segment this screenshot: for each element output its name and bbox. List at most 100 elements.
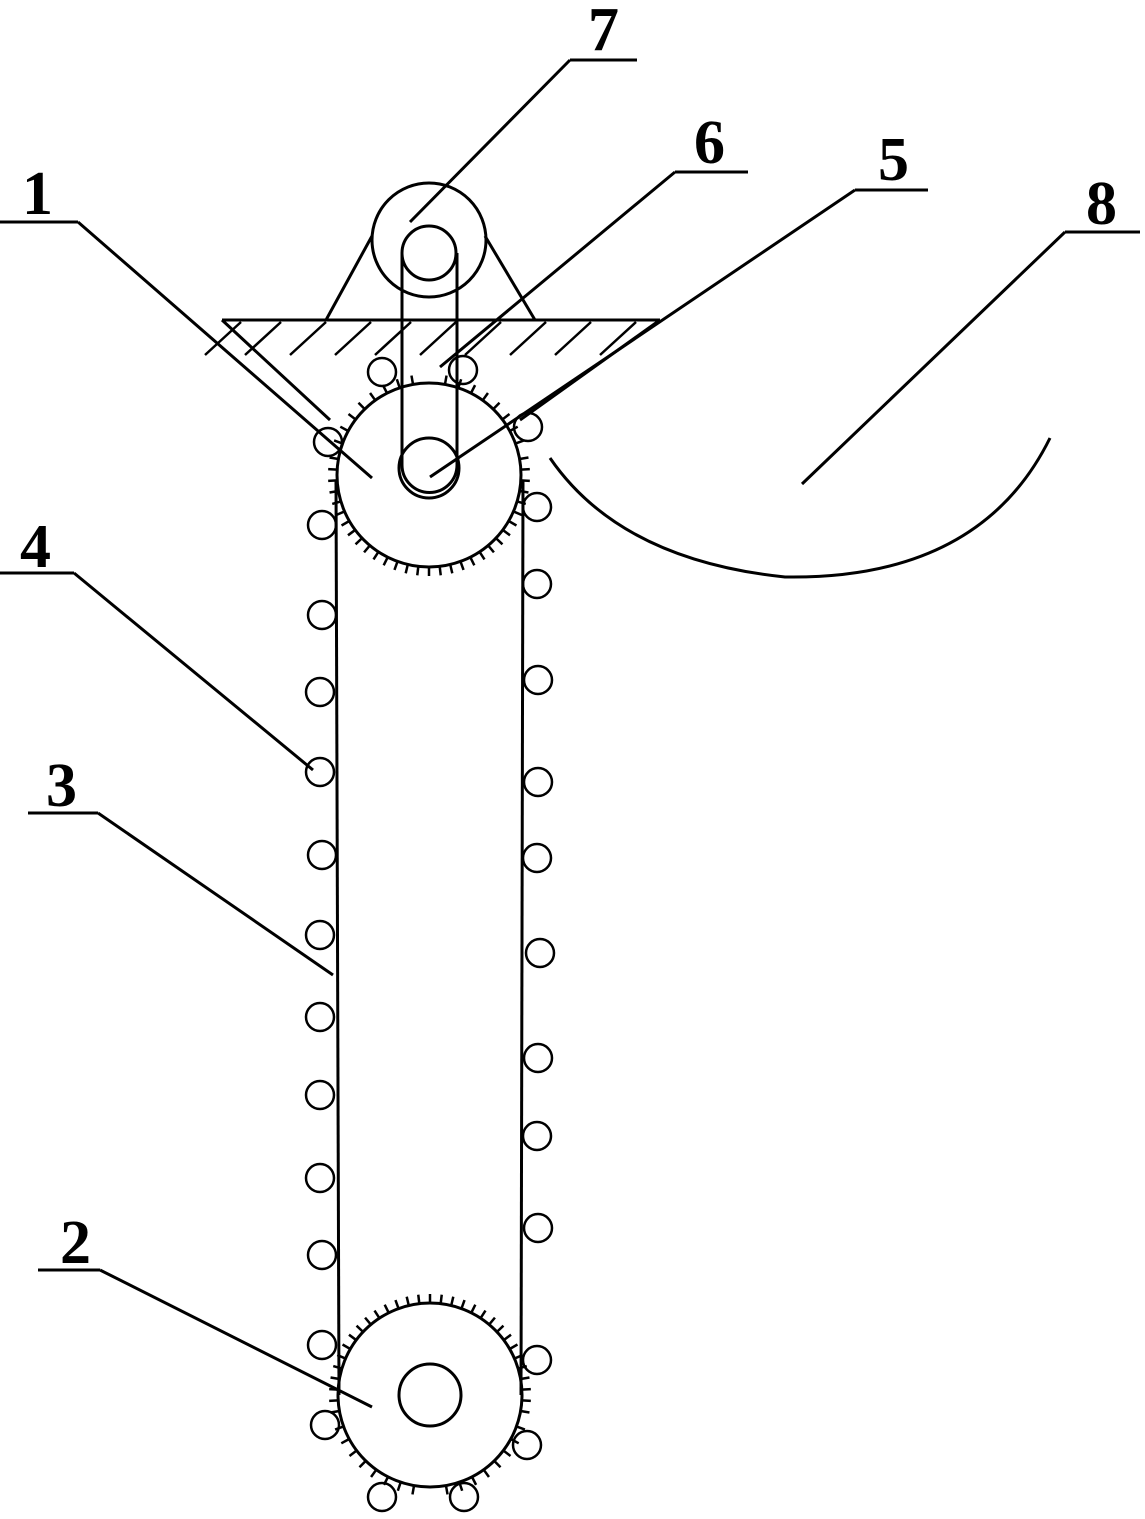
sprocket-tooth — [405, 1296, 410, 1306]
chain-link — [522, 664, 554, 696]
chain-link — [448, 1481, 480, 1513]
chain-link — [366, 356, 398, 388]
sprocket-tooth — [516, 1425, 526, 1431]
chain-link — [524, 937, 556, 969]
label-4: 4 — [20, 513, 51, 581]
chain-links — [304, 354, 556, 1513]
sprocket-tooth — [364, 1316, 372, 1326]
sprocket-tooth — [515, 439, 525, 445]
chain-link — [522, 766, 554, 798]
sprocket-tooth — [519, 456, 529, 461]
chain-link — [309, 1409, 341, 1441]
sprocket-tooth — [519, 489, 529, 494]
chain-link — [306, 1329, 338, 1361]
chain-link — [306, 839, 338, 871]
sprocket-tooth — [328, 479, 338, 483]
upper-sprocket — [328, 375, 530, 576]
label-7: 7 — [588, 0, 619, 64]
hatch-line — [419, 321, 457, 356]
label-8: 8 — [1086, 170, 1117, 238]
sprocket-tooth — [470, 1304, 477, 1314]
sprocket-tooth — [470, 1476, 478, 1486]
label-1: 1 — [22, 160, 53, 228]
hatch-line — [334, 321, 372, 356]
sprocket-tooth — [496, 1324, 505, 1333]
sprocket-tooth — [449, 564, 454, 574]
sprocket-tooth — [509, 425, 519, 433]
hatch-line — [374, 321, 412, 356]
sprocket-tooth — [334, 1425, 344, 1431]
sprocket-tooth — [355, 1324, 364, 1333]
chain-link — [521, 491, 553, 523]
sprocket-tooth — [394, 1299, 400, 1309]
chain-link — [306, 1239, 338, 1271]
sprocket-tooth — [383, 1304, 390, 1314]
mounting-base — [204, 318, 661, 422]
sprocket-tooth — [493, 1459, 502, 1469]
chain-link — [521, 1120, 553, 1152]
sprocket-tooth — [416, 566, 420, 576]
sprocket-tooth — [395, 378, 401, 389]
hatch-line — [599, 321, 637, 356]
hatch-line — [204, 321, 242, 356]
sprocket-tooth — [341, 1343, 351, 1351]
sprocket-tooth — [396, 1481, 402, 1492]
sprocket-tooth — [458, 1481, 464, 1492]
sprocket-tooth — [329, 456, 339, 461]
sprocket-tooth — [516, 500, 527, 506]
chain-link — [366, 1481, 398, 1513]
sprocket-tooth — [347, 528, 356, 537]
sprocket-tooth — [520, 1409, 530, 1414]
sprocket-tooth — [332, 1364, 343, 1370]
sprocket-tooth — [444, 1485, 449, 1495]
label-3: 3 — [46, 752, 77, 820]
sprocket-tooth — [510, 1437, 520, 1445]
sprocket-tooth — [411, 1485, 416, 1495]
sprocket-tooth — [521, 1387, 531, 1391]
chain-belt — [334, 479, 525, 1396]
chain-link — [304, 676, 336, 708]
sprocket-tooth — [330, 1376, 340, 1381]
hatch-line — [464, 321, 502, 356]
chain-link — [306, 599, 338, 631]
sprocket-tooth — [330, 1409, 340, 1414]
sprocket-tooth — [329, 1399, 339, 1403]
label-6: 6 — [694, 109, 725, 177]
sprocket-tooth — [521, 1399, 531, 1403]
sprocket-tooth — [417, 1294, 421, 1304]
sprocket-tooth — [410, 375, 415, 385]
chain-link — [304, 919, 336, 951]
sprocket-tooth — [331, 500, 342, 506]
sprocket-tooth — [479, 1309, 487, 1319]
chain-link — [521, 1344, 553, 1376]
lower-sprocket — [329, 1294, 531, 1495]
leader-lines — [0, 58, 1140, 1409]
sprocket-tooth — [381, 384, 389, 394]
sprocket-tooth — [512, 510, 523, 517]
sprocket-tooth — [502, 1449, 512, 1457]
sprocket-tooth — [482, 1468, 490, 1478]
sprocket-tooth — [340, 1437, 350, 1445]
label-2: 2 — [60, 1209, 91, 1277]
sprocket-tooth — [328, 467, 338, 471]
sprocket-tooth — [393, 561, 399, 571]
sprocket-tooth — [358, 1459, 367, 1469]
sprocket-tooth — [363, 544, 371, 554]
sprocket-tooth — [382, 556, 389, 566]
sprocket-tooth — [509, 1343, 519, 1351]
sprocket-tooth — [382, 1476, 390, 1486]
chain-link — [522, 1212, 554, 1244]
sprocket-tooth — [336, 1353, 347, 1360]
sprocket-tooth — [478, 551, 486, 561]
chain-link — [306, 509, 338, 541]
sprocket-tooth — [439, 1294, 443, 1304]
sprocket-tooth — [460, 1299, 466, 1309]
chain-link — [521, 568, 553, 600]
sprocket-tooth — [487, 544, 495, 554]
lower-shaft — [397, 1362, 463, 1428]
sprocket-tooth — [481, 392, 489, 402]
sprocket-tooth — [369, 392, 377, 402]
chain-link — [304, 1162, 336, 1194]
hatch-line — [554, 321, 592, 356]
sprocket-tooth — [438, 566, 442, 576]
